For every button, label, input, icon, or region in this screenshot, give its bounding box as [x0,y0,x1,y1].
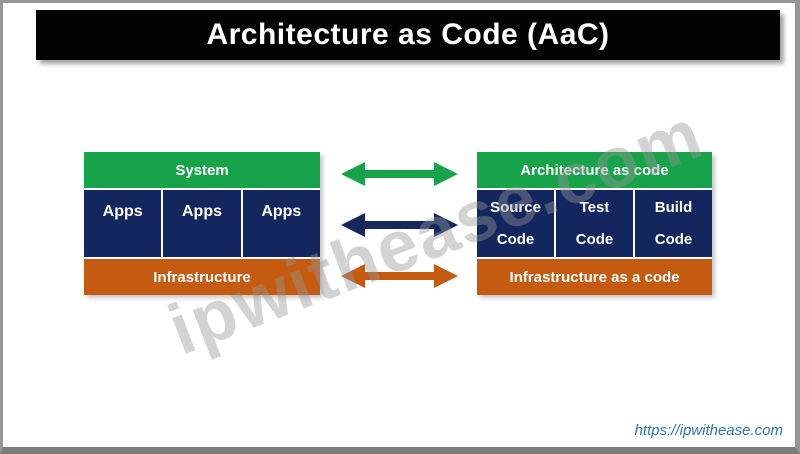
title-bar: Architecture as Code (AaC) [36,10,780,60]
code-row: Source Code Test Code Build Code [477,190,712,257]
infrastructure-sync-arrow [341,264,458,288]
test-code-line2: Code [575,231,614,248]
infrastructure-footer: Infrastructure [84,259,320,295]
aac-stack-block: Architecture as code Source Code Test Co… [477,152,712,295]
ipwithease-link[interactable]: https://ipwithease.com [634,422,783,439]
slide: Architecture as Code (AaC) System Apps A… [3,3,795,447]
apps-code-sync-arrow [341,213,458,237]
build-code-line1: Build [654,199,693,216]
apps-cell-3: Apps [242,190,320,257]
source-code-line1: Source [490,199,541,216]
infrastructure-as-code-footer: Infrastructure as a code [477,259,712,295]
source-code-line2: Code [496,231,535,248]
source-code-cell: Source Code [477,190,554,257]
apps-cell-2: Apps [163,190,241,257]
build-code-cell: Build Code [635,190,712,257]
test-code-line1: Test [579,199,610,216]
system-stack-block: System Apps Apps Apps Infrastructure [84,152,320,295]
page-title: Architecture as Code (AaC) [206,18,610,51]
architecture-as-code-header: Architecture as code [477,152,712,188]
system-header: System [84,152,320,188]
build-code-line2: Code [654,231,693,248]
test-code-cell: Test Code [556,190,633,257]
system-architecture-sync-arrow [341,162,458,186]
apps-cell-1: Apps [84,190,162,257]
apps-row: Apps Apps Apps [84,190,320,257]
